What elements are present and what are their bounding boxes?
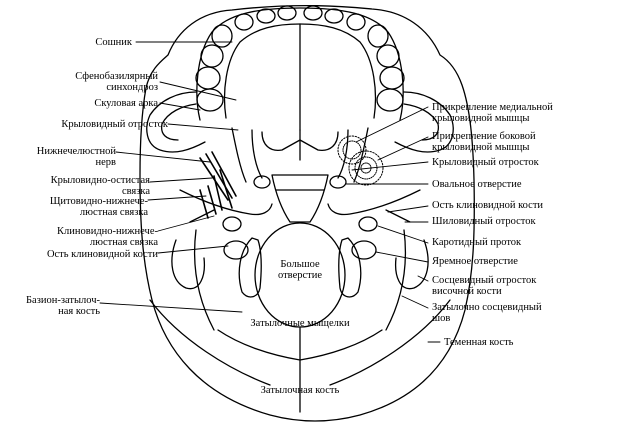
jugular-foramen-left <box>223 240 249 260</box>
label-thyro-mandibular-lig: Щитовидно-нижнече- люстная связка <box>49 196 148 218</box>
muscle-attachment-right <box>337 135 384 186</box>
styloid-left <box>189 209 215 223</box>
nuchal-line-left <box>217 329 301 361</box>
label-mandibular-nerve: Нижнечелюстной нерв <box>36 146 116 168</box>
label-carotid-canal: Каротидный проток <box>432 237 522 248</box>
label-foramen-magnum: Большое отверстие <box>277 259 323 281</box>
label-parietal-bone: Теменная кость <box>444 337 514 348</box>
label-occipital-bone: Затылочная кость <box>260 385 340 396</box>
nuchal-line-right <box>299 329 383 361</box>
label-medial-pterygoid-attachment: Прикрепление медиальной крыловидной мышц… <box>432 102 553 124</box>
lambdoid-left <box>149 299 271 386</box>
foramen-ovale-right <box>329 175 347 189</box>
label-mastoid-process: Сосцевидный отросток височной кости <box>432 275 537 297</box>
zygomatic-arch-left <box>146 91 206 153</box>
label-sphenoid-spine-left: Ость клиновидной кости <box>46 249 158 260</box>
label-pterygoid-left: Крыловидный отросток <box>61 119 168 130</box>
carotid-canal-left <box>222 216 242 232</box>
skull-outline <box>139 4 475 422</box>
label-sphenoid-spine-right: Ость клиновидной кости <box>432 200 544 211</box>
jugular-foramen-right <box>351 240 377 260</box>
label-lateral-pterygoid-attachment: Прикрепление боковой крыловидной мышцы <box>432 131 536 153</box>
label-zygomatic-arch: Скуловая арка <box>94 98 158 109</box>
leader-lines <box>99 41 441 343</box>
label-basion: Базион-затылоч- ная кость <box>26 295 100 317</box>
petrous-right <box>327 189 421 216</box>
label-styloid-process: Шиловидный отросток <box>432 216 536 227</box>
condyle-left <box>238 237 262 298</box>
petrous-left <box>179 189 273 216</box>
label-spheno-mandibular-lig: Клиновидно-нижнече- люстная связка <box>57 226 158 248</box>
basilar-part <box>271 174 329 223</box>
zygomatic-arch-right-inner <box>403 103 440 141</box>
mastoid-left <box>171 239 206 290</box>
label-pterygospinous-lig: Крыловидно-остистая связка <box>50 175 150 197</box>
zygomatic-arch-right <box>394 91 454 153</box>
carotid-canal-right <box>358 216 378 232</box>
label-foramen-ovale: Овальное отверстие <box>432 179 522 190</box>
label-jugular-foramen: Яремное отверстие <box>432 256 518 267</box>
occipitomastoid-suture-left <box>193 229 215 331</box>
foramen-magnum <box>254 222 346 328</box>
label-occipital-condyles: Затылочные мыщелки <box>250 318 350 329</box>
label-sphenobasilar: Сфенобазилярный синхондроз <box>75 71 158 93</box>
label-pterygoid-right: Крыловидный отросток <box>432 157 539 168</box>
condyle-right <box>338 237 362 298</box>
mastoid-right <box>394 239 429 290</box>
label-occipitomastoid-suture: Затылочно сосцевидный шов <box>432 302 542 324</box>
label-vomer: Сошник <box>95 37 132 48</box>
pterygoid-right <box>337 127 369 183</box>
teeth-right <box>303 5 405 112</box>
pterygoid-left <box>231 127 263 183</box>
occipitomastoid-suture-right <box>385 229 407 331</box>
foramen-ovale-left <box>253 175 271 189</box>
teeth-left <box>195 5 297 112</box>
lambdoid-right <box>329 299 451 386</box>
